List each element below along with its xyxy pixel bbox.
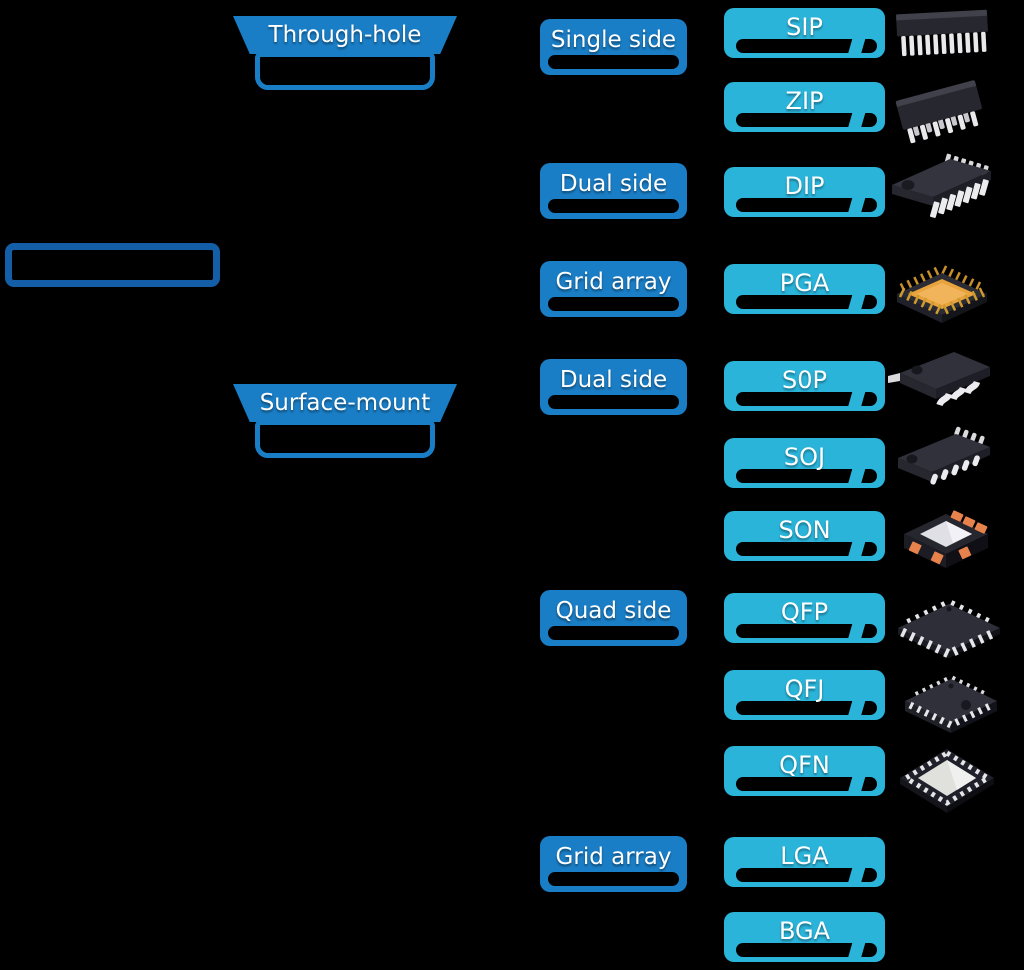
branch-through-hole: Through-hole	[233, 16, 457, 90]
group-quad-side: Quad side	[540, 590, 687, 646]
leaf-label: SON	[778, 516, 831, 544]
group-single-side: Single side	[540, 19, 687, 75]
leaf-label: DIP	[784, 172, 825, 200]
son-chip-icon	[904, 510, 988, 568]
sop-chip-icon	[888, 352, 990, 407]
leaf-label: SOJ	[783, 443, 826, 471]
leaf-sip: SIP	[724, 8, 885, 58]
leaf-underline-bar	[736, 295, 877, 309]
branch-banner: Surface-mount	[233, 384, 457, 422]
leaf-label: QFN	[779, 751, 830, 779]
leaf-underline-bar	[736, 868, 877, 882]
leaf-qfj: QFJ	[724, 670, 885, 720]
branch-tail-box	[255, 52, 435, 90]
leaf-label: ZIP	[785, 87, 824, 115]
leaf-label: SIP	[786, 13, 823, 41]
leaf-underline-bar	[736, 701, 877, 715]
leaf-sop: S0P	[724, 361, 885, 411]
leaf-pga: PGA	[724, 264, 885, 314]
branch-label: Through-hole	[268, 22, 422, 48]
leaf-label: PGA	[779, 269, 830, 297]
leaf-lga: LGA	[724, 837, 885, 887]
qfn-chip-icon	[900, 749, 994, 813]
group-dual-side-th: Dual side	[540, 163, 687, 219]
branch-label: Surface-mount	[259, 390, 431, 416]
qfp-chip-icon	[898, 598, 1000, 659]
group-label: Grid array	[555, 269, 672, 295]
leaf-underline-bar	[736, 469, 877, 483]
leaf-underline-bar	[736, 624, 877, 638]
pga-chip-icon	[897, 263, 987, 323]
group-grid-array-sm: Grid array	[540, 836, 687, 892]
group-underline-bar	[548, 626, 679, 640]
group-label: Single side	[550, 27, 677, 53]
branch-banner: Through-hole	[233, 16, 457, 54]
leaf-label: BGA	[778, 917, 831, 945]
group-underline-bar	[548, 199, 679, 213]
sip-chip-icon	[896, 9, 988, 57]
group-label: Grid array	[555, 844, 672, 870]
leaf-zip: ZIP	[724, 82, 885, 132]
root-node	[5, 243, 220, 287]
leaf-qfn: QFN	[724, 746, 885, 796]
leaf-underline-bar	[736, 198, 877, 212]
leaf-qfp: QFP	[724, 593, 885, 643]
group-underline-bar	[548, 872, 679, 886]
group-label: Dual side	[559, 367, 668, 393]
leaf-label: QFP	[780, 598, 829, 626]
leaf-label: LGA	[780, 842, 829, 870]
leaf-underline-bar	[736, 39, 877, 53]
branch-tail-box	[255, 420, 435, 458]
group-grid-array-th: Grid array	[540, 261, 687, 317]
leaf-label: QFJ	[784, 675, 825, 703]
group-dual-side-sm: Dual side	[540, 359, 687, 415]
group-underline-bar	[548, 55, 679, 69]
group-underline-bar	[548, 297, 679, 311]
leaf-underline-bar	[736, 542, 877, 556]
soj-chip-icon	[898, 426, 990, 485]
leaf-son: SON	[724, 511, 885, 561]
zip-chip-icon	[895, 80, 982, 144]
leaf-underline-bar	[736, 392, 877, 406]
qfj-chip-icon	[905, 674, 997, 733]
leaf-dip: DIP	[724, 167, 885, 217]
leaf-bga: BGA	[724, 912, 885, 962]
leaf-soj: SOJ	[724, 438, 885, 488]
leaf-underline-bar	[736, 113, 877, 127]
group-underline-bar	[548, 395, 679, 409]
group-label: Quad side	[555, 598, 672, 624]
branch-surface-mount: Surface-mount	[233, 384, 457, 458]
leaf-underline-bar	[736, 943, 877, 957]
group-label: Dual side	[559, 171, 668, 197]
leaf-label: S0P	[782, 366, 827, 394]
leaf-underline-bar	[736, 777, 877, 791]
dip-chip-icon	[892, 153, 991, 218]
